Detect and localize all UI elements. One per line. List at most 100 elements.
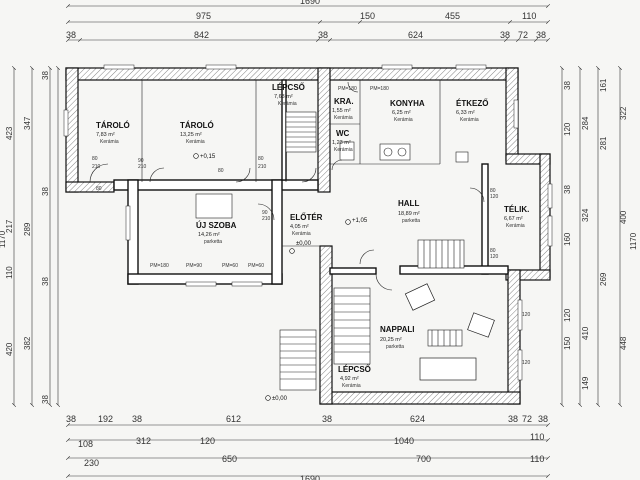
dim-right-38a: 38 bbox=[563, 81, 572, 90]
door-120-a: 120 bbox=[490, 194, 499, 200]
dim-bot1-38e: 38 bbox=[538, 414, 548, 424]
chimney bbox=[455, 151, 469, 163]
dim-bot1-38b: 38 bbox=[132, 414, 142, 424]
furniture bbox=[63, 64, 553, 381]
dim-bot2-312: 312 bbox=[136, 436, 151, 446]
dim-right-281: 281 bbox=[599, 136, 608, 150]
level-entry: ±0,00 bbox=[296, 241, 312, 247]
door-80-f: 80 bbox=[490, 248, 496, 254]
door-80-d: 80 bbox=[218, 168, 224, 174]
dim-left-289: 289 bbox=[23, 222, 32, 236]
dim-top-455: 455 bbox=[445, 11, 460, 21]
stairs bbox=[279, 111, 465, 391]
dim-right-38b: 38 bbox=[563, 185, 572, 194]
room-tarolob-floor: Kerámia bbox=[186, 139, 205, 145]
armchair-left bbox=[404, 283, 436, 311]
kitchen-stove bbox=[379, 143, 411, 161]
door-90-a: 90 bbox=[138, 158, 144, 164]
dim-right-324: 324 bbox=[581, 208, 590, 222]
level-hall: +1,05 bbox=[352, 218, 368, 224]
room-uj-szoba-area: 14,26 m² bbox=[198, 232, 220, 238]
room-lepcso-top-name: LÉPCSŐ bbox=[272, 83, 305, 92]
room-taroloa-area: 7,83 m² bbox=[96, 132, 115, 138]
dim-bot3-650: 650 bbox=[222, 454, 237, 464]
dim-left-420: 420 bbox=[5, 342, 14, 356]
dim-right-269: 269 bbox=[599, 272, 608, 286]
room-telik-name: TÉLIK. bbox=[504, 205, 529, 214]
dim-right-120b: 120 bbox=[563, 308, 572, 322]
door-80-b: 80 bbox=[258, 156, 264, 162]
dim-left-38a: 38 bbox=[41, 71, 50, 80]
room-konyha-area: 6,25 m² bbox=[392, 110, 411, 116]
dim-right-448: 448 bbox=[619, 336, 628, 350]
sofa bbox=[419, 357, 477, 381]
dim-right-120a: 120 bbox=[563, 122, 572, 136]
door-210-d: 210 bbox=[262, 216, 271, 222]
dim-left-423: 423 bbox=[5, 126, 14, 140]
room-wc-floor: Kerámia bbox=[334, 147, 353, 153]
dim-bot1-38c: 38 bbox=[322, 414, 332, 424]
room-lepcso-bottom-name: LÉPCSŐ bbox=[338, 365, 371, 374]
dim-bot1-624: 624 bbox=[410, 414, 425, 424]
armchair-right bbox=[467, 312, 495, 338]
room-tarolob-name: TÁROLÓ bbox=[180, 121, 214, 130]
door-120-b: 120 bbox=[490, 254, 499, 260]
door-210-b: 210 bbox=[138, 164, 147, 170]
bed bbox=[195, 193, 233, 219]
dim-top2-38b: 38 bbox=[318, 30, 328, 40]
dim-right-161: 161 bbox=[599, 78, 608, 92]
room-taroloa-name: TÁROLÓ bbox=[96, 121, 130, 130]
dim-left-38b: 38 bbox=[41, 187, 50, 196]
room-konyha-floor: Kerámia bbox=[394, 117, 413, 123]
room-kra-name: KRA. bbox=[334, 97, 354, 106]
door-120-c: 120 bbox=[522, 312, 531, 318]
pm-60-a: PM=60 bbox=[222, 263, 238, 269]
wc-bowl bbox=[339, 141, 355, 161]
door-labels: 80 210 90 210 80 210 80 80 90 210 80 120… bbox=[92, 86, 531, 366]
room-uj-szoba-floor: parketta bbox=[204, 239, 222, 245]
dim-right-284: 284 bbox=[581, 116, 590, 130]
room-kra-area: 1,55 m² bbox=[332, 108, 351, 114]
room-wc-name: WC bbox=[336, 129, 350, 138]
door-120-d: 120 bbox=[522, 360, 531, 366]
dim-bot1-38a: 38 bbox=[66, 414, 76, 424]
dim-bot2-120: 120 bbox=[200, 436, 215, 446]
room-nappali-floor: parketta bbox=[386, 344, 404, 350]
dim-bot3-230: 230 bbox=[84, 458, 99, 468]
pm-80-a: PM=180 bbox=[150, 263, 169, 269]
dim-right-322: 322 bbox=[619, 106, 628, 120]
room-hall-area: 18,89 m² bbox=[398, 211, 420, 217]
dim-bot2-1040: 1040 bbox=[394, 436, 414, 446]
pm-180-b: PM=180 bbox=[370, 86, 389, 92]
door-80-a: 80 bbox=[92, 156, 98, 162]
dim-bot3-700: 700 bbox=[416, 454, 431, 464]
room-eloter-area: 4,05 m² bbox=[290, 224, 309, 230]
room-hall-floor: parketta bbox=[402, 218, 420, 224]
dim-top-975: 975 bbox=[196, 11, 211, 21]
dim-left-347: 347 bbox=[23, 116, 32, 130]
room-konyha-name: KONYHA bbox=[390, 99, 425, 108]
walls bbox=[65, 67, 551, 405]
room-labels: TÁROLÓ 7,83 m² Kerámia TÁROLÓ 13,25 m² K… bbox=[96, 83, 529, 389]
door-80-c: 80 bbox=[96, 186, 102, 192]
dimension-lines bbox=[14, 6, 620, 476]
room-taroloa-floor: Kerámia bbox=[100, 139, 119, 145]
room-eloter-floor: Kerámia bbox=[292, 231, 311, 237]
room-lepcso-top-area: 7,63 m² bbox=[274, 94, 293, 100]
level-marks: +0,15 +1,05 ±0,00 ±0,00 bbox=[193, 153, 368, 402]
room-eloter-name: ELŐTÉR bbox=[290, 213, 323, 222]
dim-right-150: 150 bbox=[563, 336, 572, 350]
room-wc-area: 1,23 m² bbox=[332, 140, 351, 146]
dim-left-38d: 38 bbox=[41, 395, 50, 404]
dim-right-400: 400 bbox=[619, 210, 628, 224]
room-lepcso-top-floor: Kerámia bbox=[278, 101, 297, 107]
pm-180-a: PM=180 bbox=[338, 86, 357, 92]
room-telik-area: 6,67 m² bbox=[504, 216, 523, 222]
room-nappali-area: 20,25 m² bbox=[380, 337, 402, 343]
dim-top2-624: 624 bbox=[408, 30, 423, 40]
dim-right-149: 149 bbox=[581, 376, 590, 390]
dim-top2-842: 842 bbox=[194, 30, 209, 40]
dim-top2-38a: 38 bbox=[66, 30, 76, 40]
door-80-e: 80 bbox=[490, 188, 496, 194]
dim-left-total: 1170 bbox=[0, 230, 7, 248]
